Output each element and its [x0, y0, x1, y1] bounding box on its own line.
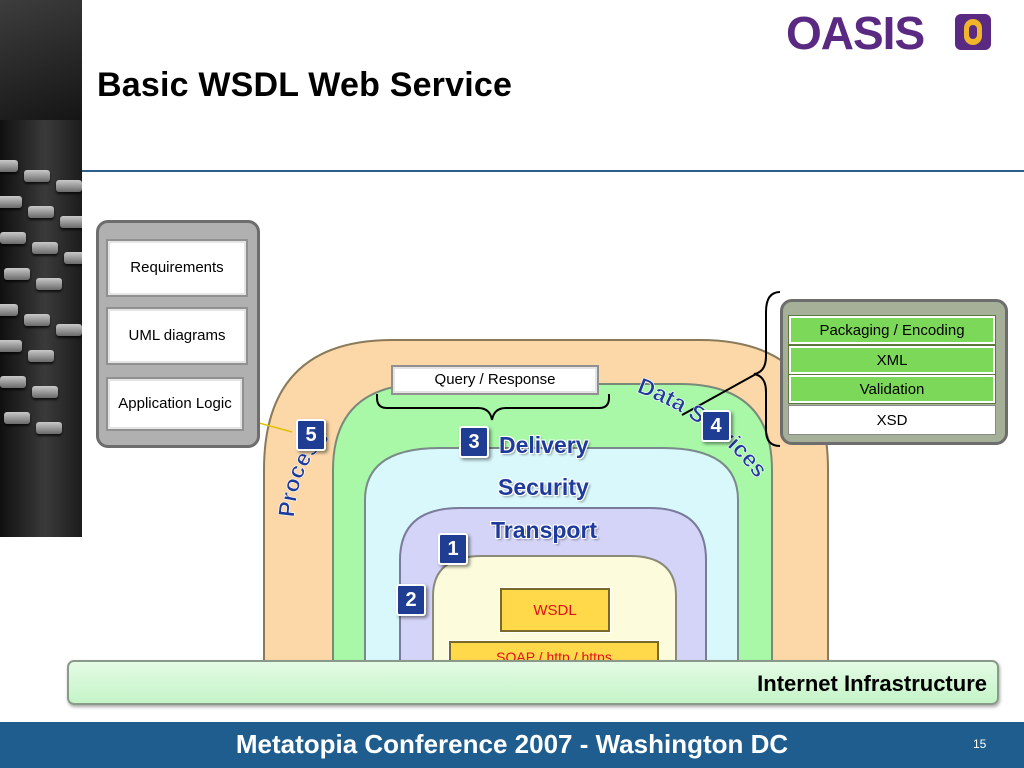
- wsdl-box: WSDL: [499, 587, 611, 633]
- page-number: 15: [973, 737, 987, 751]
- key: [64, 252, 82, 264]
- packaging-encoding-item: Packaging / Encoding: [788, 315, 996, 345]
- requirements-card: Requirements: [106, 239, 248, 297]
- key: [32, 386, 58, 398]
- key: [0, 376, 26, 388]
- xml-item: XML: [788, 345, 996, 375]
- query-bracket: [376, 394, 610, 421]
- badge-5: 5: [296, 419, 326, 451]
- key: [0, 232, 26, 244]
- key: [24, 314, 50, 326]
- validation-item: Validation: [788, 374, 996, 404]
- key: [36, 422, 62, 434]
- slide-title: Basic WSDL Web Service: [97, 66, 513, 104]
- badge-1: 1: [438, 533, 468, 565]
- footer-text: Metatopia Conference 2007 - Washington D…: [235, 729, 789, 759]
- oasis-logo: OASIS: [786, 7, 925, 59]
- key: [36, 278, 62, 290]
- key: [4, 412, 30, 424]
- query-response-box: Query / Response: [391, 365, 599, 395]
- internet-infrastructure-label: Internet Infrastructure: [757, 671, 987, 696]
- internet-infrastructure-bar: Internet Infrastructure: [67, 660, 999, 705]
- design-panel: Requirements UML diagrams Application Lo…: [96, 220, 260, 448]
- key: [0, 160, 18, 172]
- key: [0, 196, 22, 208]
- key: [32, 242, 58, 254]
- badge-4: 4: [701, 410, 731, 442]
- footer-bar: [0, 722, 1024, 768]
- key: [60, 216, 82, 228]
- key: [28, 350, 54, 362]
- key: [56, 180, 82, 192]
- key: [4, 268, 30, 280]
- laptop-screen: [0, 0, 82, 120]
- key: [24, 170, 50, 182]
- key: [28, 206, 54, 218]
- uml-diagrams-card: UML diagrams: [106, 307, 248, 365]
- application-logic-card: Application Logic: [106, 377, 244, 431]
- data-panel: Packaging / Encoding XML Validation XSD: [780, 299, 1008, 445]
- header-rule: [82, 170, 1024, 172]
- delivery-label: Delivery: [499, 432, 589, 458]
- security-label: Security: [498, 474, 589, 500]
- key: [56, 324, 82, 336]
- badge-2: 2: [396, 584, 426, 616]
- badge-3: 3: [459, 426, 489, 458]
- xsd-item: XSD: [788, 405, 996, 435]
- brace-pointer: [681, 373, 757, 416]
- key: [0, 304, 18, 316]
- transport-label: Transport: [491, 517, 598, 543]
- laptop-photo: [0, 0, 82, 537]
- key: [0, 340, 22, 352]
- oasis-logo-mark-icon: [955, 14, 991, 50]
